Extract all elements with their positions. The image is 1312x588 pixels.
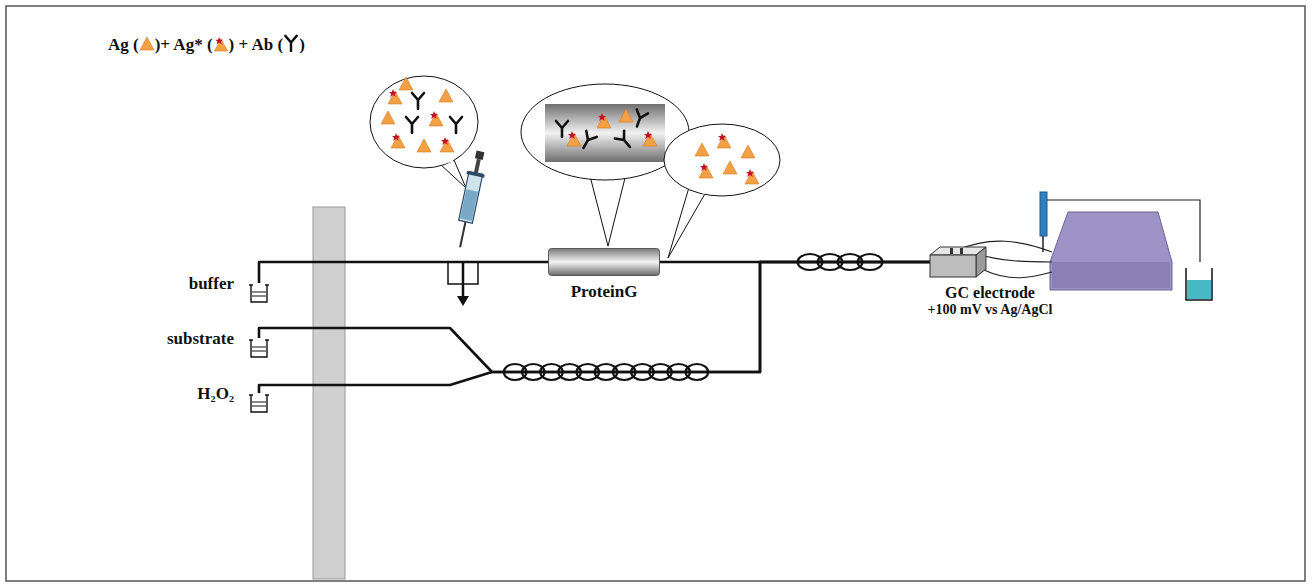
potentiostat — [1050, 212, 1172, 290]
title-line: Ag ( )+ Ag* ( ) + Ab () — [108, 34, 305, 55]
antigen-icon — [139, 36, 155, 52]
tubing-line — [259, 262, 930, 372]
tubing-line — [259, 262, 548, 283]
tubing-line — [259, 262, 930, 393]
part-label: ProteinG — [571, 282, 638, 302]
label-holder: ProteinG — [571, 276, 638, 302]
vial-node: substrate — [248, 338, 270, 358]
label-holder: H₂O₂ — [197, 384, 234, 404]
part-label: H₂O₂ — [197, 384, 234, 404]
title-text: ) — [299, 35, 305, 54]
syringe — [451, 149, 489, 249]
label-holder: buffer — [189, 274, 234, 294]
title-text: Ag ( — [108, 35, 139, 54]
part-label: buffer — [189, 274, 234, 294]
coil-loop — [631, 364, 654, 380]
wire — [958, 200, 1200, 278]
part-label: GC electrode — [928, 283, 1053, 302]
frame — [6, 6, 1305, 581]
callout-bubble — [521, 84, 689, 246]
coil-loop — [686, 364, 709, 380]
reservoir-vial — [248, 393, 270, 413]
part-label: substrate — [167, 329, 234, 349]
coil-loop — [540, 364, 563, 380]
reference-electrode — [1040, 192, 1047, 252]
protein-g-column — [548, 248, 660, 276]
title-text: ) + Ab ( — [229, 35, 284, 54]
vial-node: buffer — [248, 283, 270, 303]
reservoir-vial — [248, 283, 270, 303]
label-holder: substrate — [167, 329, 234, 349]
title-text: )+ Ag* ( — [155, 35, 213, 54]
callout-bubble — [664, 124, 780, 258]
labelled-antigen-icon — [213, 36, 229, 52]
callout-bubble — [370, 76, 478, 188]
injection-valve — [448, 262, 478, 306]
antibody-icon — [283, 34, 299, 52]
column-node: ProteinG — [548, 248, 660, 276]
cell-node: GC electrode+100 mV vs Ag/AgCl — [930, 247, 986, 277]
beaker — [1186, 268, 1212, 300]
label-holder: GC electrode+100 mV vs Ag/AgCl — [928, 277, 1053, 319]
potential-label: +100 mV vs Ag/AgCl — [928, 302, 1053, 319]
coil-loop — [858, 254, 883, 270]
flow-cell — [930, 247, 986, 277]
reservoir-vial — [248, 338, 270, 358]
vial-node: H₂O₂ — [248, 393, 270, 413]
